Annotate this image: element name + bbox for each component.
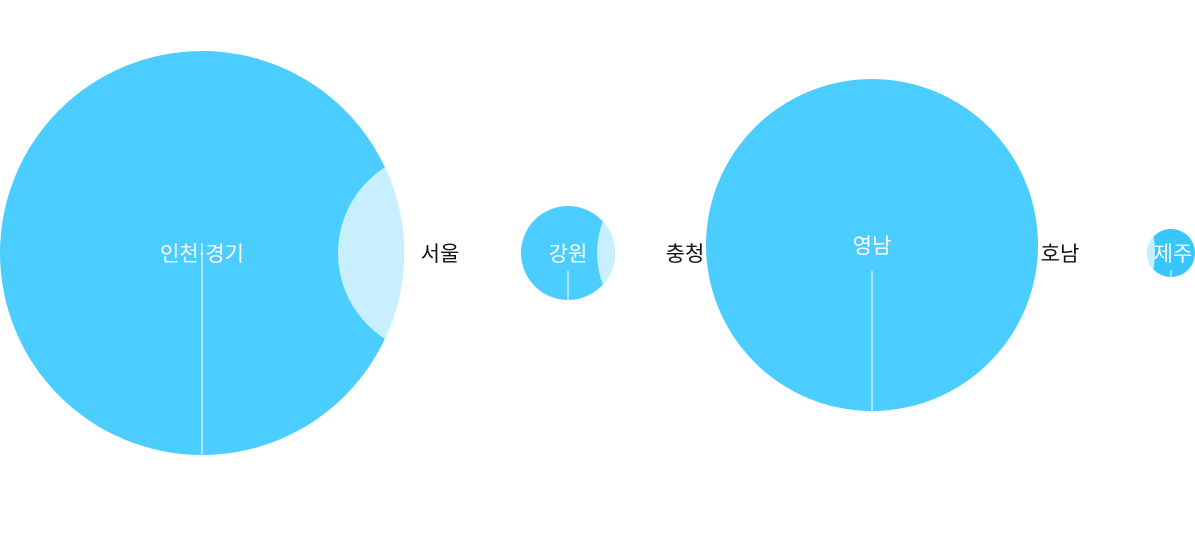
- label-gangwon: 강원: [549, 242, 588, 266]
- bubble-yeongnam: [706, 79, 1038, 411]
- label-jeju: 제주: [1154, 242, 1193, 266]
- overlap-seoul: [338, 151, 404, 355]
- label-seoul: 서울: [421, 242, 460, 266]
- label-yeongnam: 영남: [853, 234, 892, 258]
- bubble-gangwon: [521, 206, 615, 300]
- label-incheon-gyeonggi: 인천·경기: [160, 242, 244, 266]
- label-chungcheong: 충청: [666, 242, 705, 266]
- bubble-jeju: [1147, 229, 1195, 277]
- label-honam: 호남: [1041, 242, 1080, 266]
